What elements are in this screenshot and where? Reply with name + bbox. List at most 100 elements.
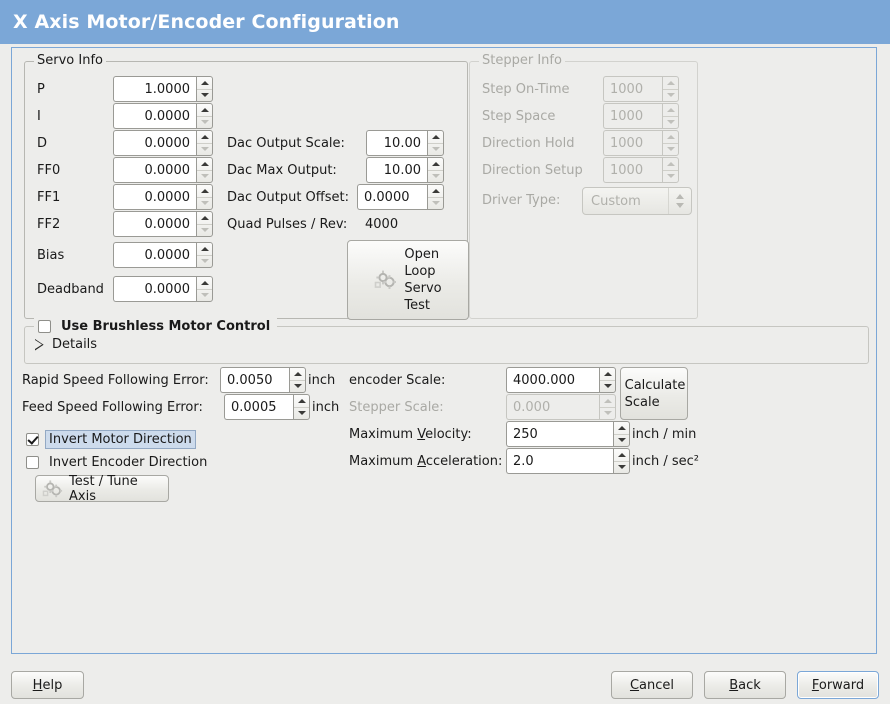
maximum-velocity-spin[interactable]: 250: [506, 421, 630, 447]
checkbox-box[interactable]: [38, 320, 51, 333]
spin-up-icon[interactable]: [294, 395, 309, 408]
dac-max-output-stepper[interactable]: [427, 157, 444, 183]
spin-down-icon[interactable]: [600, 381, 615, 393]
servo-p-stepper[interactable]: [196, 76, 213, 102]
spin-up-icon[interactable]: [197, 104, 212, 117]
checkbox-box[interactable]: [26, 433, 39, 446]
invert-encoder-direction-checkbox[interactable]: Invert Encoder Direction: [26, 454, 210, 471]
spin-up-icon[interactable]: [197, 158, 212, 171]
servo-i-value[interactable]: 0.0000: [113, 103, 196, 129]
maximum-acceleration-value[interactable]: 2.0: [506, 448, 613, 474]
spin-down-icon[interactable]: [614, 462, 629, 474]
dac-output-offset-spin[interactable]: 0.0000: [357, 184, 444, 210]
forward-button[interactable]: Forward: [797, 671, 879, 699]
spin-up-icon[interactable]: [428, 158, 443, 171]
servo-ff2-value[interactable]: 0.0000: [113, 211, 196, 237]
invert-motor-direction-checkbox[interactable]: Invert Motor Direction: [26, 430, 196, 449]
spin-down-icon[interactable]: [428, 198, 443, 210]
cancel-button[interactable]: Cancel: [611, 671, 693, 699]
servo-deadband-value[interactable]: 0.0000: [113, 276, 196, 302]
dac-output-offset-stepper[interactable]: [427, 184, 444, 210]
servo-d-spin[interactable]: 0.0000: [113, 130, 213, 156]
servo-d-value[interactable]: 0.0000: [113, 130, 196, 156]
spin-up-icon[interactable]: [197, 77, 212, 90]
maximum-velocity-stepper[interactable]: [613, 421, 630, 447]
checkbox-box[interactable]: [26, 456, 39, 469]
spin-down-icon[interactable]: [290, 381, 305, 393]
spin-up-icon[interactable]: [197, 212, 212, 225]
servo-d-stepper[interactable]: [196, 130, 213, 156]
dac-max-output-value[interactable]: 10.00: [366, 157, 427, 183]
dac-max-output-spin[interactable]: 10.00: [366, 157, 444, 183]
spin-down-icon[interactable]: [197, 225, 212, 237]
rapid-following-error-stepper[interactable]: [289, 367, 306, 393]
chevron-right-icon[interactable]: [35, 339, 44, 351]
encoder-scale-stepper[interactable]: [599, 367, 616, 393]
encoder-scale-value[interactable]: 4000.000: [506, 367, 599, 393]
servo-i-spin[interactable]: 0.0000: [113, 103, 213, 129]
servo-bias-value[interactable]: 0.0000: [113, 242, 196, 268]
spin-up-icon: [663, 131, 678, 144]
servo-p-spin[interactable]: 1.0000: [113, 76, 213, 102]
spin-down-icon[interactable]: [197, 256, 212, 268]
servo-bias-spin[interactable]: 0.0000: [113, 242, 213, 268]
spin-up-icon[interactable]: [197, 277, 212, 290]
spin-up-icon[interactable]: [428, 185, 443, 198]
spin-up-icon[interactable]: [614, 422, 629, 435]
dac-output-scale-value[interactable]: 10.00: [366, 130, 427, 156]
spin-down-icon[interactable]: [197, 171, 212, 183]
spin-down-icon[interactable]: [294, 408, 309, 420]
help-button[interactable]: Help: [11, 671, 84, 699]
spin-down-icon[interactable]: [428, 144, 443, 156]
servo-deadband-spin[interactable]: 0.0000: [113, 276, 213, 302]
feed-following-error-stepper[interactable]: [293, 394, 310, 420]
servo-ff0-value[interactable]: 0.0000: [113, 157, 196, 183]
encoder-scale-spin[interactable]: 4000.000: [506, 367, 616, 393]
feed-following-error-spin[interactable]: 0.0005: [224, 394, 310, 420]
spin-down-icon[interactable]: [428, 171, 443, 183]
feed-following-error-value[interactable]: 0.0005: [224, 394, 293, 420]
spin-up-icon[interactable]: [600, 368, 615, 381]
rapid-following-error-value[interactable]: 0.0050: [220, 367, 289, 393]
spin-down-icon[interactable]: [197, 290, 212, 302]
driver-type-combo: Custom: [582, 187, 692, 215]
open-loop-servo-test-button[interactable]: Open Loop Servo Test: [347, 240, 469, 320]
spin-up-icon[interactable]: [197, 185, 212, 198]
spin-up-icon[interactable]: [290, 368, 305, 381]
dac-output-offset-value[interactable]: 0.0000: [357, 184, 427, 210]
dac-output-scale-stepper[interactable]: [427, 130, 444, 156]
use-brushless-motor-control-checkbox[interactable]: Use Brushless Motor Control: [34, 318, 278, 335]
servo-p-value[interactable]: 1.0000: [113, 76, 196, 102]
servo-deadband-stepper[interactable]: [196, 276, 213, 302]
servo-ff0-stepper[interactable]: [196, 157, 213, 183]
calculate-scale-button[interactable]: Calculate Scale: [620, 367, 688, 420]
calculate-scale-line-2: Scale: [624, 394, 660, 410]
servo-ff1-value[interactable]: 0.0000: [113, 184, 196, 210]
stepper-scale-stepper: [599, 394, 616, 420]
spin-up-icon[interactable]: [197, 243, 212, 256]
servo-ff0-spin[interactable]: 0.0000: [113, 157, 213, 183]
spin-down-icon[interactable]: [614, 435, 629, 447]
spin-up-icon[interactable]: [614, 449, 629, 462]
spin-up-icon[interactable]: [197, 131, 212, 144]
spin-up-icon[interactable]: [428, 131, 443, 144]
spin-down-icon[interactable]: [197, 198, 212, 210]
spin-down-icon[interactable]: [197, 90, 212, 102]
back-button[interactable]: Back: [704, 671, 786, 699]
servo-ff1-spin[interactable]: 0.0000: [113, 184, 213, 210]
maximum-acceleration-spin[interactable]: 2.0: [506, 448, 630, 474]
cancel-button-label: Cancel: [629, 677, 675, 693]
servo-bias-stepper[interactable]: [196, 242, 213, 268]
servo-ff2-spin[interactable]: 0.0000: [113, 211, 213, 237]
spin-down-icon[interactable]: [197, 144, 212, 156]
dac-output-scale-spin[interactable]: 10.00: [366, 130, 444, 156]
servo-ff2-stepper[interactable]: [196, 211, 213, 237]
rapid-following-error-spin[interactable]: 0.0050: [220, 367, 306, 393]
test-tune-axis-button[interactable]: Test / Tune Axis: [35, 474, 169, 504]
spin-down-icon[interactable]: [197, 117, 212, 129]
maximum-velocity-value[interactable]: 250: [506, 421, 613, 447]
servo-i-stepper[interactable]: [196, 103, 213, 129]
servo-ff1-stepper[interactable]: [196, 184, 213, 210]
details-expander[interactable]: Details: [35, 337, 97, 352]
maximum-acceleration-stepper[interactable]: [613, 448, 630, 474]
